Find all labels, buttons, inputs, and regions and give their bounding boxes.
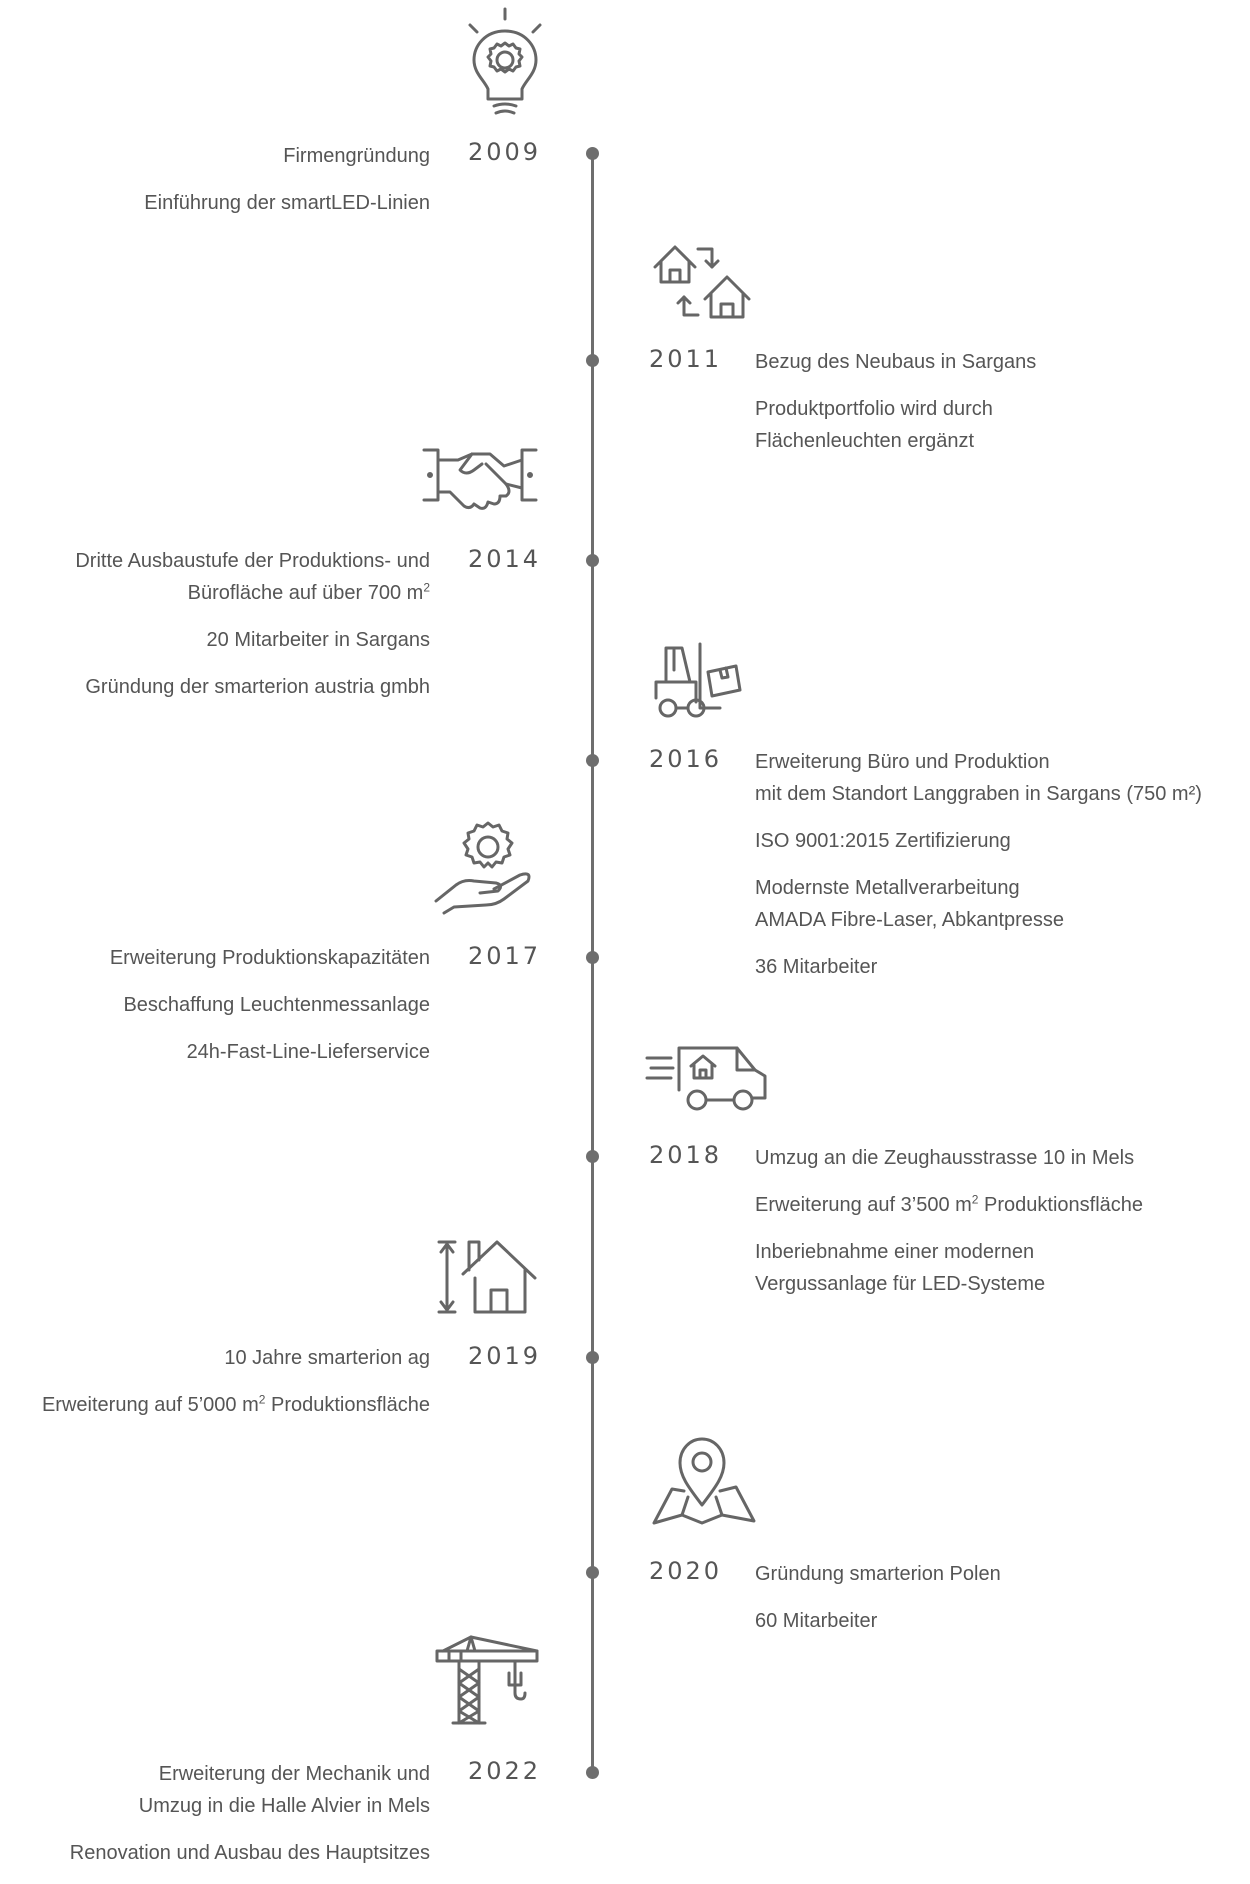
entry-2011-text: Bezug des Neubaus in Sargans Produktport… bbox=[755, 346, 1235, 472]
entry-item: Umzug an die Zeughausstrasse 10 in Mels bbox=[755, 1147, 1135, 1169]
entry-item: Renovation und Ausbau des Hauptsitzes bbox=[69, 1842, 430, 1864]
timeline-dot-2020 bbox=[586, 1566, 599, 1579]
entry-item: Gründung der smarterion austria gmbh bbox=[85, 676, 430, 698]
entry-2019-text: 10 Jahre smarterion ag Erweiterung auf 5… bbox=[0, 1342, 430, 1436]
handshake-icon bbox=[420, 440, 540, 520]
entry-2017-text: Erweiterung Produktionskapazitäten Besch… bbox=[0, 942, 430, 1083]
entry-item: Produktportfolio wird durch Flächenleuch… bbox=[755, 398, 993, 452]
entry-item: Inberiebnahme einer modernen Vergussanla… bbox=[755, 1241, 1046, 1295]
year-2017: 2017 bbox=[468, 942, 542, 970]
entry-item: Erweiterung der Mechanik und Umzug in di… bbox=[138, 1763, 430, 1817]
entry-item: Erweiterung Produktionskapazitäten bbox=[109, 947, 430, 969]
entry-item: ISO 9001:2015 Zertifizierung bbox=[755, 830, 1011, 852]
timeline-dot-2018 bbox=[586, 1150, 599, 1163]
timeline-dot-2019 bbox=[586, 1351, 599, 1364]
entry-item: 24h-Fast-Line-Lieferservice bbox=[186, 1041, 430, 1063]
delivery-van-icon bbox=[645, 1040, 775, 1120]
entry-item: Einführung der smartLED-Linien bbox=[144, 192, 430, 214]
entry-item: 60 Mitarbeiter bbox=[755, 1610, 878, 1632]
houses-exchange-icon bbox=[650, 237, 760, 327]
entry-item: Firmengründung bbox=[283, 145, 430, 167]
entry-item: Bezug des Neubaus in Sargans bbox=[755, 351, 1037, 373]
entry-item: Erweiterung auf 3’500 m2 Produktionsfläc… bbox=[755, 1192, 1144, 1216]
lightbulb-gear-icon bbox=[460, 5, 550, 125]
timeline-dot-2014 bbox=[586, 554, 599, 567]
timeline-dot-2009 bbox=[586, 147, 599, 160]
timeline-dot-2017 bbox=[586, 951, 599, 964]
year-2014: 2014 bbox=[468, 545, 542, 573]
entry-2018-text: Umzug an die Zeughausstrasse 10 in Mels … bbox=[755, 1142, 1235, 1315]
year-2009: 2009 bbox=[468, 138, 542, 166]
year-2022: 2022 bbox=[468, 1757, 542, 1785]
entry-2022-text: Erweiterung der Mechanik und Umzug in di… bbox=[0, 1758, 430, 1884]
forklift-icon bbox=[650, 640, 750, 720]
timeline-dot-2016 bbox=[586, 754, 599, 767]
entry-item: Erweiterung Büro und Produktion mit dem … bbox=[755, 751, 1202, 805]
timeline-dot-2022 bbox=[586, 1766, 599, 1779]
entry-2020-text: Gründung smarterion Polen 60 Mitarbeiter bbox=[755, 1558, 1235, 1652]
entry-2009-text: Firmengründung Einführung der smartLED-L… bbox=[0, 140, 430, 234]
entry-item: 10 Jahre smarterion ag bbox=[224, 1347, 430, 1369]
entry-2016-text: Erweiterung Büro und Produktion mit dem … bbox=[755, 746, 1235, 998]
year-2020: 2020 bbox=[649, 1557, 723, 1585]
gear-hand-icon bbox=[430, 815, 540, 925]
entry-item: Gründung smarterion Polen bbox=[755, 1563, 1001, 1585]
crane-icon bbox=[435, 1633, 545, 1728]
timeline-dot-2011 bbox=[586, 354, 599, 367]
year-2011: 2011 bbox=[649, 345, 723, 373]
entry-item: Erweiterung auf 5’000 m2 Produktionsfläc… bbox=[41, 1392, 430, 1416]
year-2018: 2018 bbox=[649, 1141, 723, 1169]
map-pin-icon bbox=[650, 1435, 760, 1530]
entry-item: 20 Mitarbeiter in Sargans bbox=[206, 629, 430, 651]
entry-item: Modernste Metallverarbeitung AMADA Fibre… bbox=[755, 877, 1065, 931]
house-height-icon bbox=[435, 1238, 545, 1318]
year-2019: 2019 bbox=[468, 1342, 542, 1370]
entry-item: Beschaffung Leuchtenmessanlage bbox=[123, 994, 430, 1016]
entry-item: 36 Mitarbeiter bbox=[755, 956, 878, 978]
year-2016: 2016 bbox=[649, 745, 723, 773]
